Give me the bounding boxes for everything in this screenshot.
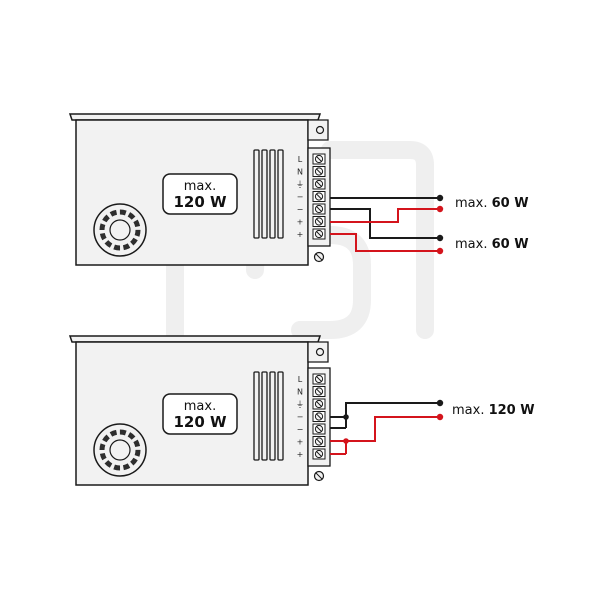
top-unit-terminal-screws	[312, 153, 326, 240]
bottom-unit-terminal-labels: LN ⏚ − − + +	[296, 375, 304, 459]
bottom-terminal-label-4: −	[297, 413, 304, 422]
top-neg-end-1	[436, 194, 444, 202]
bottom-unit-wiring	[330, 402, 440, 455]
bottom-unit-bracket	[307, 341, 329, 363]
bottom-neg-end	[436, 399, 444, 407]
top-unit-capacity-line1: max.	[184, 179, 216, 194]
top-terminal-label-4: −	[297, 193, 304, 202]
bottom-output-label: max. 120 W	[452, 403, 535, 418]
top-unit-bracket-hole	[315, 125, 325, 135]
top-terminal-label-2: N	[297, 168, 303, 177]
top-pos-wire-1	[330, 208, 440, 223]
top-unit-terminal-labels: LN ⏚ − − + +	[296, 155, 304, 239]
top-terminal-label-5: −	[297, 205, 304, 214]
bottom-unit-vent	[253, 371, 284, 461]
top-terminal-label-7: +	[297, 230, 304, 239]
top-unit-vent	[253, 149, 284, 239]
bottom-neg-junction	[343, 414, 349, 420]
bottom-unit-bracket-hole	[315, 347, 325, 357]
top-terminal-label-6: +	[297, 218, 304, 227]
bottom-pos-junction	[343, 438, 349, 444]
bottom-terminal-label-1: L	[298, 375, 303, 384]
bottom-unit-lid	[68, 335, 322, 343]
top-unit-wiring	[330, 197, 440, 252]
bottom-unit-capacity-line2: 120 W	[173, 413, 227, 431]
top-power-supply: max. 120 W LN ⏚ − − + + max. 60 W max. 60 W	[68, 113, 529, 266]
bottom-unit-capacity-box	[162, 393, 238, 435]
top-pos-end-1	[436, 205, 444, 213]
top-unit-capacity-box	[162, 173, 238, 215]
top-output-label-2: max. 60 W	[455, 237, 529, 252]
bottom-unit-wire-ends	[343, 399, 444, 444]
top-output-label-1: max. 60 W	[455, 196, 529, 211]
top-neg-wire-2	[330, 208, 440, 239]
bottom-neg-bus	[345, 402, 440, 428]
bottom-pos-bus	[345, 416, 440, 454]
bottom-power-supply: max. 120 W LN ⏚ − − + + max. 120 W	[68, 335, 535, 486]
bottom-unit-terminal-screws	[312, 373, 326, 460]
top-neg-end-2	[436, 234, 444, 242]
top-unit-lid	[68, 113, 322, 121]
bottom-terminal-label-5: −	[297, 425, 304, 434]
top-terminal-label-1: L	[298, 155, 303, 164]
bottom-terminal-label-6: +	[297, 438, 304, 447]
bottom-unit-capacity-line1: max.	[184, 399, 216, 414]
top-unit-bracket	[307, 119, 329, 141]
top-unit-wire-ends	[436, 194, 444, 255]
bottom-terminal-label-3: ⏚	[296, 400, 304, 409]
top-pos-wire-2	[330, 233, 440, 252]
bottom-pos-end	[436, 413, 444, 421]
top-pos-end-2	[436, 247, 444, 255]
top-unit-capacity-line2: 120 W	[173, 193, 227, 211]
bottom-terminal-label-7: +	[297, 450, 304, 459]
bottom-terminal-label-2: N	[297, 388, 303, 397]
top-terminal-label-3: ⏚	[296, 180, 304, 189]
bottom-unit-fan-icon	[93, 423, 147, 477]
top-unit-fan-icon	[93, 203, 147, 257]
